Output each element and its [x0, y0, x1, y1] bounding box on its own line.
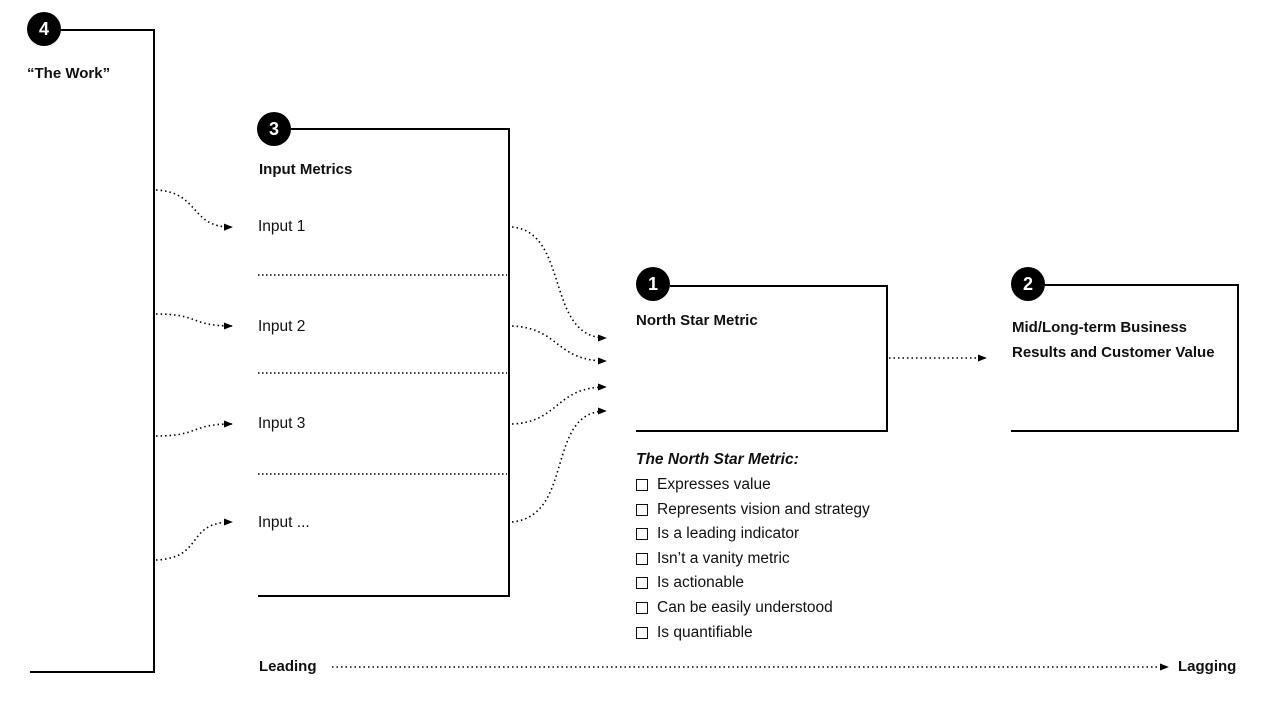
checklist-item: Isn’t a vanity metric	[636, 550, 790, 568]
input-to-north-star-arrow	[511, 226, 607, 342]
input-label: Input 2	[258, 318, 306, 335]
input-to-north-star-arrow	[511, 325, 607, 365]
badge-3: 3	[257, 112, 291, 146]
input-label: Input 1	[258, 218, 306, 235]
input-to-north-star-arrow	[511, 383, 607, 425]
checkbox-icon	[636, 602, 648, 614]
checklist-item-label: Is actionable	[657, 574, 745, 591]
results-title-line2: Results and Customer Value	[1012, 344, 1215, 361]
checkbox-icon	[636, 479, 648, 491]
work-to-input-arrow	[155, 189, 233, 231]
checkbox-icon	[636, 528, 648, 540]
badge-1: 1	[636, 267, 670, 301]
work-title: “The Work”	[27, 65, 111, 82]
checklist-item: Represents vision and strategy	[636, 501, 870, 519]
checklist-item-label: Represents vision and strategy	[657, 501, 870, 518]
work-to-input-arrow	[155, 313, 233, 330]
input-metrics-frame	[258, 128, 510, 597]
axis-leading-label: Leading	[259, 658, 317, 675]
work-to-input-arrow	[155, 420, 233, 437]
checklist-item-label: Is quantifiable	[657, 624, 753, 641]
checklist-item: Is actionable	[636, 574, 744, 592]
axis-lagging-label: Lagging	[1178, 658, 1237, 675]
checkbox-icon	[636, 553, 648, 565]
checklist-item-label: Can be easily understood	[657, 599, 833, 616]
work-frame	[30, 29, 155, 673]
checkbox-icon	[636, 627, 648, 639]
north-star-frame	[636, 285, 888, 432]
results-frame	[1011, 284, 1239, 432]
checklist-item: Can be easily understood	[636, 599, 833, 617]
badge-4: 4	[27, 12, 61, 46]
work-to-input-arrow	[155, 518, 233, 561]
checklist-item: Is quantifiable	[636, 624, 753, 642]
checkbox-icon	[636, 577, 648, 589]
input-label: Input 3	[258, 415, 306, 432]
checklist-item: Expresses value	[636, 476, 771, 494]
results-title-line1: Mid/Long-term Business	[1012, 319, 1188, 336]
checkbox-icon	[636, 504, 648, 516]
badge-2: 2	[1011, 267, 1045, 301]
checklist-item-label: Isn’t a vanity metric	[657, 550, 790, 567]
north-star-title: North Star Metric	[636, 312, 758, 329]
input-label: Input ...	[258, 514, 310, 531]
input-metrics-title: Input Metrics	[259, 161, 353, 178]
input-to-north-star-arrow	[511, 407, 607, 523]
checklist-item-label: Expresses value	[657, 476, 771, 493]
checklist-item-label: Is a leading indicator	[657, 525, 800, 542]
checklist-item: Is a leading indicator	[636, 525, 799, 543]
checklist-heading: The North Star Metric:	[636, 451, 799, 468]
